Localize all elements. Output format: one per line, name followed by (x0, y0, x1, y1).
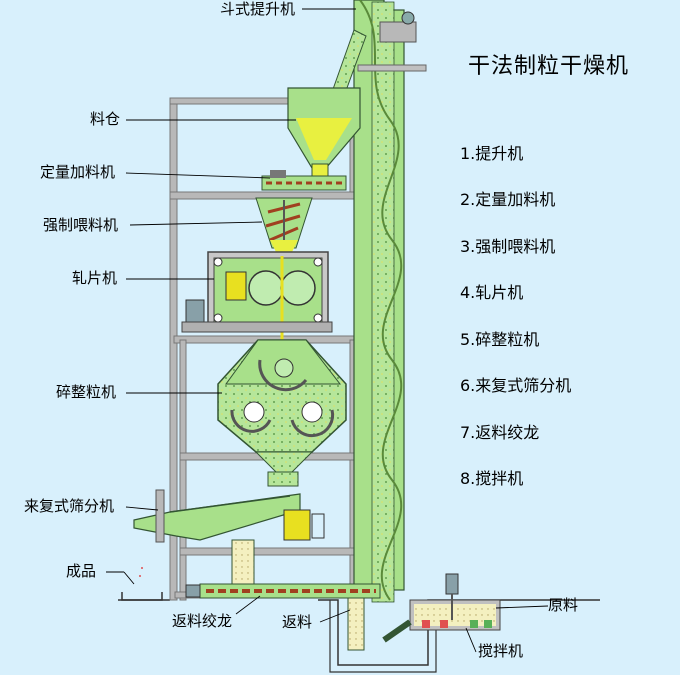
legend-item-7: 7.返料绞龙 (460, 423, 540, 442)
dosing-feeder (261, 170, 347, 191)
callout-return-auger: 返料绞龙 (172, 612, 233, 630)
legend-item-2: 2.定量加料机 (460, 190, 556, 209)
legend-item-3: 3.强制喂料机 (460, 237, 556, 256)
legend-item-8: 8.搅拌机 (460, 469, 524, 488)
crusher (217, 339, 347, 487)
return-auger (185, 583, 381, 651)
diagram-title: 干法制粒干燥机 (468, 54, 630, 79)
legend-item-4: 4.轧片机 (460, 283, 524, 302)
callout-product: 成品 (66, 562, 97, 580)
callout-roller-press: 轧片机 (72, 269, 118, 287)
silo (287, 87, 361, 177)
callout-crusher: 碎整粒机 (56, 383, 117, 401)
mixer (382, 573, 501, 643)
callout-raw-material: 原料 (548, 596, 579, 614)
sieve (133, 489, 325, 585)
callout-silo: 料仓 (90, 110, 121, 128)
callout-dosing-feeder: 定量加料机 (40, 163, 116, 181)
callout-force-feeder: 强制喂料机 (43, 216, 119, 234)
legend-item-6: 6.来复式筛分机 (460, 376, 572, 395)
product-bin (121, 567, 163, 601)
leader-lines (106, 8, 549, 653)
force-feeder (255, 197, 313, 256)
callout-sieve: 来复式筛分机 (24, 497, 115, 515)
legend-item-5: 5.碎整粒机 (460, 330, 540, 349)
legend-item-1: 1.提升机 (460, 144, 524, 163)
callout-bucket-elevator: 斗式提升机 (220, 0, 296, 18)
callout-return-material: 返料 (282, 613, 313, 631)
bucket-elevator (331, 0, 427, 603)
roller-press (181, 251, 333, 340)
callout-mixer: 搅拌机 (478, 642, 524, 660)
